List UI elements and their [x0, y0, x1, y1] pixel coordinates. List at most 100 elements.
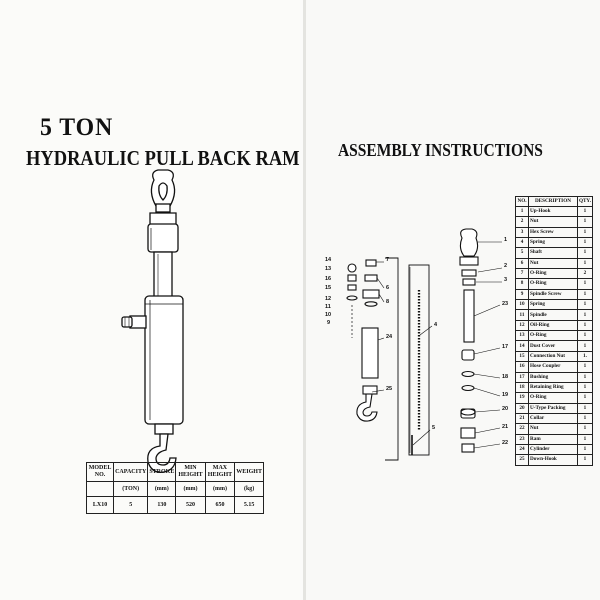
part-quantity: 1 — [576, 412, 594, 425]
part-quantity: 2 — [576, 268, 594, 280]
callout-9: 9 — [327, 320, 331, 326]
hose-coupler-drawing — [121, 315, 147, 329]
part-quantity: 1 — [576, 361, 594, 373]
part-quantity: 1 — [576, 340, 594, 352]
part-description: O-Ring — [528, 330, 578, 342]
callout-21: 21 — [502, 424, 509, 430]
spec-value-weight: 5.15 — [234, 496, 264, 514]
part-description: U-Type Packing — [528, 402, 578, 414]
callout-25: 25 — [386, 386, 393, 392]
callout-23: 23 — [502, 301, 509, 307]
part-number: 14 — [515, 340, 529, 352]
spec-unit-row: (TON) (mm) (mm) (mm) (kg) — [85, 481, 264, 497]
callout-10: 10 — [325, 312, 332, 318]
part-number: 9 — [515, 288, 529, 301]
part-number: 8 — [515, 278, 529, 290]
top-cap-drawing — [147, 223, 179, 253]
spec-unit-model — [85, 481, 115, 497]
part-quantity: 1 — [576, 226, 594, 239]
part-quantity: 1 — [576, 402, 594, 414]
spec-unit-weight: (kg) — [234, 481, 264, 497]
spec-header-weight: WEIGHT — [234, 462, 264, 482]
part-number: 7 — [515, 268, 529, 280]
part-number: 15 — [515, 350, 529, 363]
part-quantity: 1 — [576, 257, 594, 270]
part-number: 4 — [515, 237, 529, 249]
part-number: 6 — [515, 257, 529, 270]
part-description: Ram — [528, 433, 578, 445]
part-quantity: 1 — [576, 371, 594, 383]
parts-header-qty: QTY. — [576, 196, 594, 207]
spec-unit-capacity: (TON) — [113, 481, 149, 497]
part-description: Collar — [528, 412, 578, 425]
callout-14: 14 — [325, 257, 332, 263]
part-quantity: 1 — [576, 205, 594, 218]
part-number: 22 — [515, 423, 529, 435]
part-number: 25 — [515, 454, 529, 466]
spec-table: MODEL NO. CAPACITY STROKE MIN HEIGHT MAX… — [85, 462, 264, 514]
part-quantity: 1 — [576, 330, 594, 342]
callout-6: 6 — [386, 285, 390, 291]
part-number: 19 — [515, 392, 529, 404]
parts-header-description: DESCRIPTION — [528, 196, 578, 207]
part-description: Retaining Ring — [528, 381, 578, 394]
spec-header-row: MODEL NO. CAPACITY STROKE MIN HEIGHT MAX… — [85, 462, 264, 482]
part-description: O-Ring — [528, 392, 578, 404]
callout-3: 3 — [504, 277, 508, 283]
capacity-title: 5 TON — [40, 114, 114, 141]
part-number: 10 — [515, 299, 529, 311]
callout-19: 19 — [502, 392, 509, 398]
callout-24: 24 — [386, 334, 393, 340]
part-description: Shaft — [528, 247, 578, 259]
part-number: 12 — [515, 319, 529, 332]
part-description: Bushing — [528, 371, 578, 383]
part-description: Hex Screw — [528, 226, 578, 239]
spec-unit-stroke: (mm) — [147, 481, 177, 497]
callout-22: 22 — [502, 440, 509, 446]
callout-11: 11 — [325, 304, 331, 310]
part-description: Hose Coupler — [528, 361, 578, 373]
part-description: Spring — [528, 299, 578, 311]
callout-17: 17 — [502, 344, 509, 350]
callout-15: 15 — [325, 285, 332, 291]
spec-value-model: LX10 — [85, 496, 115, 514]
part-number: 5 — [515, 247, 529, 259]
part-quantity: 1 — [576, 216, 594, 228]
spec-data-row: LX10 5 130 520 650 5.15 — [85, 496, 264, 514]
spec-value-stroke: 130 — [147, 496, 177, 514]
part-quantity: 1 — [576, 237, 594, 249]
part-quantity: 1 — [576, 433, 594, 445]
spec-unit-min-height: (mm) — [175, 481, 206, 497]
part-number: 3 — [515, 226, 529, 239]
leader-lines — [371, 241, 503, 449]
part-quantity: 1 — [576, 392, 594, 404]
part-number: 16 — [515, 361, 529, 373]
callout-16: 16 — [325, 276, 332, 282]
part-description: Nut — [528, 216, 578, 228]
spec-header-max-height: MAX HEIGHT — [204, 462, 236, 482]
part-quantity: 1 — [576, 288, 594, 301]
part-quantity: 1 — [576, 247, 594, 259]
part-quantity: 1 — [576, 454, 594, 466]
